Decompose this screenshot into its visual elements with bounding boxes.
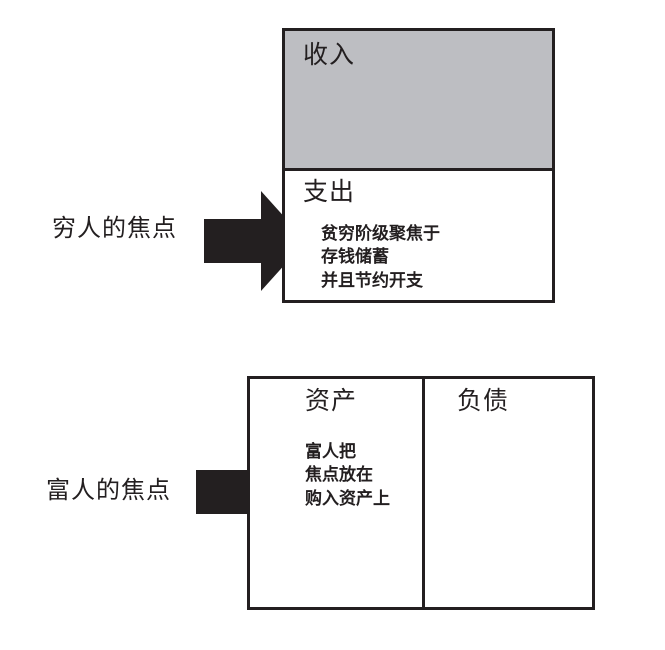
- liabilities-cell: 负债: [425, 379, 592, 607]
- expense-title: 支出: [303, 177, 356, 206]
- assets-title: 资产: [305, 386, 358, 415]
- assets-cell: 资产 富人把 焦点放在 购入资产上: [250, 379, 422, 607]
- liabilities-title: 负债: [457, 386, 510, 415]
- income-expense-divider: [285, 168, 552, 171]
- income-expense-box: 收入 支出 贫穷阶级聚焦于 存钱储蓄 并且节约开支: [282, 28, 555, 303]
- right-block-arrow-icon: [204, 191, 306, 291]
- income-title: 收入: [303, 40, 356, 69]
- poor-focus-label: 穷人的焦点: [52, 214, 177, 242]
- assets-body-text: 富人把 焦点放在 购入资产上: [305, 442, 390, 509]
- expense-cell: 支出 贫穷阶级聚焦于 存钱储蓄 并且节约开支: [285, 171, 552, 300]
- expense-body-text: 贫穷阶级聚焦于 存钱储蓄 并且节约开支: [321, 224, 440, 291]
- rich-focus-label: 富人的焦点: [46, 476, 171, 504]
- assets-liabilities-box: 资产 富人把 焦点放在 购入资产上 负债: [247, 376, 595, 610]
- income-cell: 收入: [285, 31, 552, 168]
- assets-liabilities-divider: [422, 379, 425, 607]
